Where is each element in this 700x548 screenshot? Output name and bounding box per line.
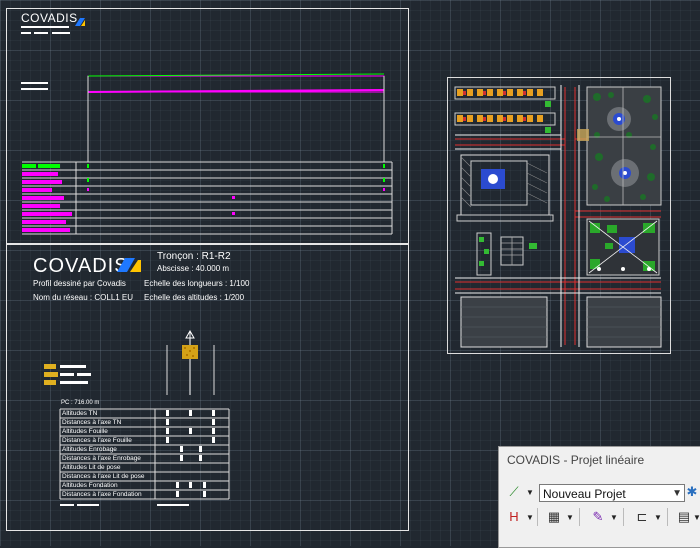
table-row-label: Distances à l'axe TN — [62, 419, 122, 426]
section-icon[interactable]: ⊏ — [636, 509, 648, 524]
small-header-bar — [52, 32, 70, 34]
alignment-icon[interactable]: ⟋ — [509, 484, 519, 499]
chevron-down-icon[interactable]: ▼ — [526, 513, 534, 522]
project-select[interactable]: Nouveau Projet ▼ — [539, 484, 685, 502]
table-row-label: Distances à l'axe Fondation — [62, 491, 142, 498]
table-row-label: Distances à l'axe Enrobage — [62, 455, 141, 462]
small-header-bar — [21, 82, 48, 84]
table-row-label: Altitudes Fouille — [62, 428, 108, 435]
pc-label: PC : 716.00 m — [61, 400, 100, 406]
chevron-down-icon[interactable]: ▼ — [566, 513, 574, 522]
toolbar-separator — [623, 508, 624, 526]
site-plan-drawing — [454, 85, 662, 348]
troncon-label: Tronçon : R1-R2 — [157, 251, 231, 262]
table-icon[interactable]: ▦ — [547, 509, 561, 524]
table-row-label: Altitudes TN — [62, 410, 98, 417]
echelle-longueurs-label: Echelle des longueurs : 1/100 — [144, 279, 250, 288]
table-row-label: Altitudes Lit de pose — [62, 464, 121, 471]
profile-sheet-top — [6, 8, 409, 244]
chevron-down-icon[interactable]: ▼ — [526, 488, 534, 497]
profile-sheet-bottom — [6, 244, 409, 531]
logo-text: COVADIS — [33, 255, 129, 277]
table-row-label: Distances à l'axe Lit de pose — [62, 473, 145, 480]
toolbar-separator — [667, 508, 668, 526]
cross-section-drawing — [44, 329, 230, 506]
chevron-down-icon: ▼ — [672, 488, 682, 499]
reseau-label: Nom du réseau : COLL1 EU — [33, 293, 134, 302]
edit-profile-icon[interactable]: ✎ — [592, 509, 604, 524]
profil-label: Profil dessiné par Covadis — [33, 279, 126, 288]
chevron-down-icon[interactable]: ▼ — [610, 513, 618, 522]
logo-mark — [117, 258, 141, 272]
settings-star-icon[interactable]: ✱ — [686, 484, 698, 499]
small-header-bar — [34, 32, 48, 34]
small-header-bar — [21, 88, 48, 90]
toolbar-title: COVADIS - Projet linéaire — [507, 453, 645, 467]
projet-lineaire-toolbar: COVADIS - Projet linéaire ⟋ ▼ Nouveau Pr… — [498, 446, 700, 548]
table-row-label: Distances à l'axe Fouille — [62, 437, 132, 444]
toolbar-separator — [579, 508, 580, 526]
report-icon[interactable]: ▤ — [677, 509, 691, 524]
chevron-down-icon[interactable]: ▼ — [654, 513, 662, 522]
profile-drawing-top — [22, 73, 393, 235]
chevron-down-icon[interactable]: ▼ — [693, 513, 700, 522]
logo-text-small: COVADIS — [21, 11, 78, 25]
echelle-altitudes-label: Echelle des altitudes : 1/200 — [144, 293, 245, 302]
project-select-value: Nouveau Projet — [543, 487, 626, 501]
profile-icon[interactable]: H — [509, 509, 519, 524]
logo-mark-small — [75, 13, 85, 26]
abscisse-label: Abscisse : 40.000 m — [157, 264, 230, 273]
table-row-label: Altitudes Enrobage — [62, 446, 117, 453]
table-row-label: Altitudes Fondation — [62, 482, 118, 489]
small-header-bar — [21, 32, 31, 34]
small-header-bar — [21, 26, 69, 28]
toolbar-separator — [537, 508, 538, 526]
site-plan-sheet — [447, 77, 671, 354]
